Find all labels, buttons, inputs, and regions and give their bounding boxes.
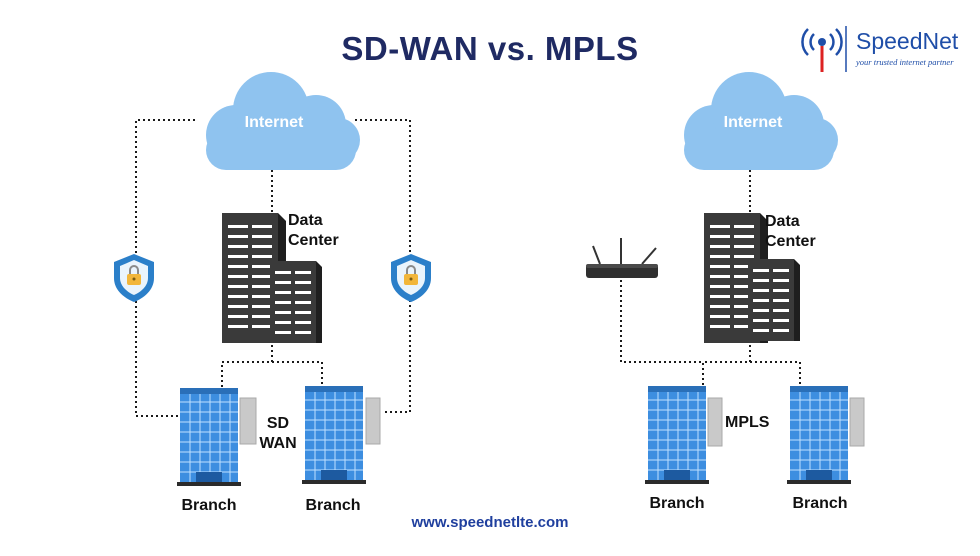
- right-connection-label: MPLS: [725, 414, 770, 431]
- left-shield-lock-icon: [113, 253, 155, 303]
- router-icon: [586, 238, 658, 278]
- left-branch-2-building-icon: [301, 385, 367, 485]
- left-connection-label-1: SD: [266, 415, 290, 432]
- page-title: SD-WAN vs. MPLS: [341, 30, 639, 67]
- brand-tagline: your trusted internet partner: [856, 57, 954, 67]
- right-datacenter-label-2: Center: [765, 233, 816, 250]
- right-datacenter-label-1: Data: [765, 213, 800, 230]
- left-branch-2-label: Branch: [305, 497, 361, 514]
- right-branch-1-label: Branch: [649, 495, 705, 512]
- right-connector-panel-2-icon: [849, 397, 865, 447]
- right-branch-1-building-icon: [644, 385, 710, 485]
- brand-name: SpeedNet: [856, 28, 959, 54]
- right-branch-2-label: Branch: [792, 495, 848, 512]
- left-connection-label-2: WAN: [259, 435, 297, 452]
- left-datacenter-label-2: Center: [288, 232, 339, 249]
- right-branch-2-building-icon: [786, 385, 852, 485]
- left-cloud-label: Internet: [245, 114, 304, 131]
- left-connector-panel-2-icon: [365, 397, 381, 445]
- right-connector-panel-icon: [707, 397, 723, 447]
- brand-logo: SpeedNet your trusted internet partner: [800, 24, 976, 76]
- right-cloud-label: Internet: [724, 114, 783, 131]
- left-connector-panel-icon: [239, 397, 257, 445]
- footer-url: www.speednetlte.com: [411, 514, 569, 531]
- right-connections: [620, 165, 801, 386]
- right-shield-lock-icon: [390, 253, 432, 303]
- left-branch-1-building-icon: [176, 387, 242, 487]
- wifi-broadcast-icon: [801, 26, 847, 72]
- left-datacenter-label-1: Data: [288, 212, 323, 229]
- left-branch-1-label: Branch: [181, 497, 237, 514]
